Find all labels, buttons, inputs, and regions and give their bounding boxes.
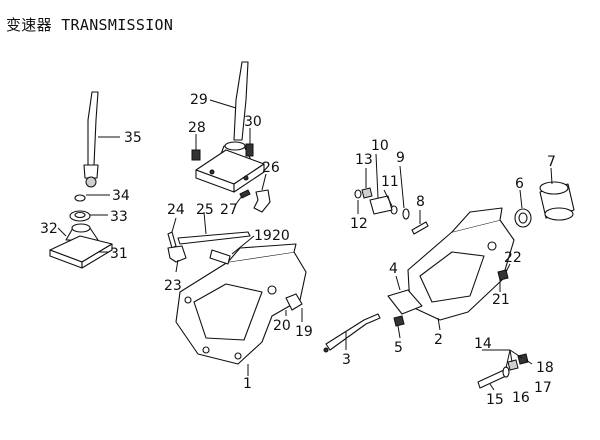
washer-12 <box>354 189 362 199</box>
callout-16: 16 <box>512 390 530 406</box>
lever-ring-33 <box>69 210 91 222</box>
callout-20a: 20 <box>272 228 290 244</box>
bolt-22 <box>497 269 509 281</box>
shift-arm-23 <box>167 245 187 263</box>
bolt-19a <box>209 249 231 265</box>
callout-3: 3 <box>342 352 351 368</box>
lever-boot-32 <box>65 223 99 241</box>
callout-11: 11 <box>381 174 399 190</box>
shift-lever-left <box>83 91 99 188</box>
callout-19b: 19 <box>295 324 313 340</box>
callout-7: 7 <box>547 154 556 170</box>
callout-32: 32 <box>40 221 58 237</box>
callout-15: 15 <box>486 392 504 408</box>
bearing-7 <box>539 181 575 221</box>
callout-35: 35 <box>124 130 142 146</box>
nut-17 <box>507 359 519 371</box>
callout-5: 5 <box>394 340 403 356</box>
callout-19a: 19 <box>254 228 272 244</box>
callout-10: 10 <box>371 138 389 154</box>
callout-21: 21 <box>492 292 510 308</box>
callout-25: 25 <box>196 202 214 218</box>
callout-30: 30 <box>244 114 262 130</box>
bolt-8 <box>411 221 429 235</box>
cap-18 <box>517 353 529 365</box>
callout-14: 14 <box>474 336 492 352</box>
callout-31: 31 <box>110 246 128 262</box>
callout-20b: 20 <box>273 318 291 334</box>
nut-13 <box>361 187 373 199</box>
callout-4: 4 <box>389 261 398 277</box>
callout-27: 27 <box>220 202 238 218</box>
cover-plate-4 <box>387 289 423 315</box>
callout-13: 13 <box>355 152 373 168</box>
lever-knob-34 <box>74 194 86 202</box>
washer-16 <box>502 366 510 378</box>
callout-6: 6 <box>515 176 524 192</box>
bracket-3 <box>323 313 381 353</box>
callout-labels: 1 2 3 4 5 6 7 8 9 10 11 12 13 14 15 16 1… <box>40 92 556 408</box>
callout-8: 8 <box>416 194 425 210</box>
callout-23: 23 <box>164 278 182 294</box>
washer-9 <box>402 208 410 220</box>
callout-34: 34 <box>112 188 130 204</box>
callout-17: 17 <box>534 380 552 396</box>
callout-33: 33 <box>110 209 128 225</box>
callout-12: 12 <box>350 216 368 232</box>
callout-22: 22 <box>504 250 522 266</box>
callout-9: 9 <box>396 150 405 166</box>
bolt-5 <box>393 315 405 327</box>
diagram-title: 变速器 TRANSMISSION <box>6 16 174 34</box>
callout-1: 1 <box>243 376 252 392</box>
callout-18: 18 <box>536 360 554 376</box>
elbow-fitting-26 <box>253 189 271 213</box>
callout-2: 2 <box>434 332 443 348</box>
shift-rod-25 <box>177 231 251 245</box>
callout-26: 26 <box>262 160 280 176</box>
transmission-housing-1 <box>175 243 307 365</box>
seal-6 <box>514 208 532 228</box>
callout-28: 28 <box>188 120 206 136</box>
lever-base-plate-31 <box>49 235 113 269</box>
pin-24 <box>167 231 177 249</box>
leader-lines <box>57 99 553 391</box>
plug-20b <box>285 293 303 311</box>
bolt-30 <box>245 143 254 157</box>
callout-29: 29 <box>190 92 208 108</box>
callout-24: 24 <box>167 202 185 218</box>
fitting-10 <box>369 195 393 215</box>
bolt-15 <box>477 369 507 389</box>
bolt-28 <box>191 149 201 161</box>
shifter-base-plate <box>195 149 265 193</box>
